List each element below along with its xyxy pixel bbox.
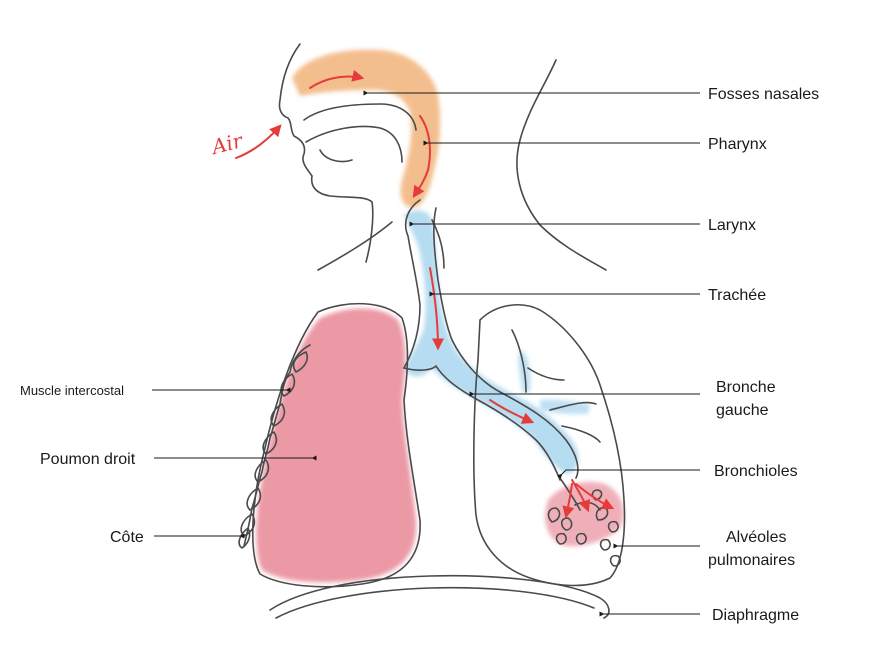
airway-outline: [403, 199, 579, 481]
right-lung-fill: [256, 308, 417, 583]
label-alveoles-line2: pulmonaires: [708, 552, 795, 569]
label-trachee: Trachée: [708, 287, 766, 304]
label-muscle-intercostal: Muscle intercostal: [20, 383, 124, 398]
label-alveoles-line1: Alvéoles: [726, 529, 786, 546]
nasal-cavity-fill: [292, 49, 441, 209]
left-lung-outline: [473, 304, 626, 587]
alveoli-fill: [545, 481, 624, 547]
diaphragm-outline: [269, 574, 610, 619]
label-diaphragme: Diaphragme: [712, 607, 799, 624]
label-poumon-droit: Poumon droit: [40, 451, 136, 468]
label-pharynx: Pharynx: [708, 136, 767, 153]
label-cote: Côte: [110, 529, 144, 546]
label-bronche-gauche-line1: Bronche: [716, 379, 776, 396]
head-outline: [278, 43, 607, 271]
leader-lines: [152, 90, 700, 617]
label-larynx: Larynx: [708, 217, 756, 234]
label-bronchioles: Bronchioles: [714, 463, 798, 480]
label-bronche-gauche-line2: gauche: [716, 402, 769, 419]
label-fosses-nasales: Fosses nasales: [708, 86, 819, 103]
air-label: Air: [207, 128, 246, 159]
ribs: [238, 344, 311, 549]
labels: Fosses nasales Pharynx Larynx Trachée Br…: [20, 86, 819, 624]
trachea-bronchi-fill: [404, 210, 590, 474]
airflow-arrows: [235, 69, 615, 519]
